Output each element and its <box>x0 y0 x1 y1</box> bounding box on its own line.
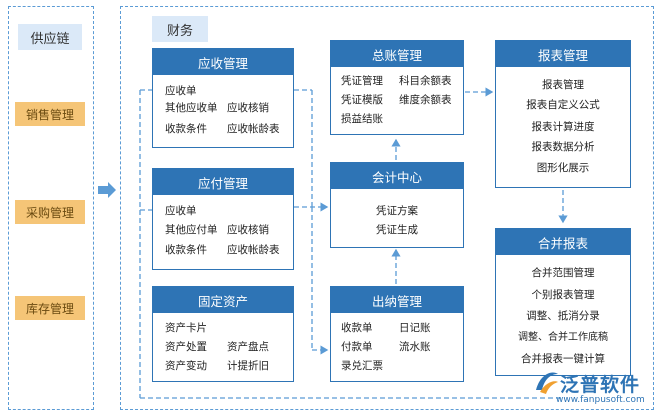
general-ledger-module: 总账管理 凭证管理 科目余额表 凭证模版 维度余额表 损益结账 <box>330 40 464 135</box>
fixed-assets-item: 资产盘点 <box>227 341 269 353</box>
reports-item: 图形化展示 <box>536 162 590 174</box>
fanpu-logo: 泛普软件 www.fanpusoft.com <box>532 368 652 410</box>
inventory-management: 库存管理 <box>15 296 85 320</box>
fixed-assets-item: 资产卡片 <box>165 322 207 334</box>
general-ledger-item: 维度余额表 <box>399 94 452 106</box>
cashier-item: 流水账 <box>399 341 431 353</box>
reports-item: 报表数据分析 <box>531 141 595 153</box>
reports-title: 报表管理 <box>496 41 630 67</box>
cashier-item: 收款单 <box>341 322 373 334</box>
accounting-center-title: 会计中心 <box>331 163 463 189</box>
accounting-center-module: 会计中心 凭证方案 凭证生成 <box>330 162 464 248</box>
reports-module: 报表管理 报表管理 报表自定义公式 报表计算进度 报表数据分析 图形化展示 <box>495 40 631 188</box>
reports-item: 报表管理 <box>542 79 584 91</box>
consolidated-item: 合并范围管理 <box>531 267 595 279</box>
payable-item: 应收核销 <box>227 224 269 236</box>
logo-brand: 泛普软件 <box>560 374 641 396</box>
purchase-management: 采购管理 <box>15 200 85 224</box>
consolidated-item: 个别报表管理 <box>531 289 595 301</box>
payable-item: 应收单 <box>165 205 197 217</box>
consolidated-module: 合并报表 合并范围管理 个别报表管理 调整、抵消分录 调整、合并工作底稿 合并报… <box>495 228 631 376</box>
fixed-assets-item: 资产处置 <box>165 341 207 353</box>
receivable-item: 应收核销 <box>227 102 269 114</box>
consolidated-item: 合并报表一键计算 <box>521 353 605 365</box>
receivable-module: 应收管理 应收单 其他应收单 应收核销 收款条件 应收帐龄表 <box>152 48 294 148</box>
general-ledger-item: 科目余额表 <box>399 75 452 87</box>
receivable-item: 其他应收单 <box>165 102 218 114</box>
general-ledger-item: 凭证模版 <box>341 94 383 106</box>
fixed-assets-title: 固定资产 <box>153 287 293 313</box>
logo-icon <box>536 372 558 394</box>
receivable-item: 应收单 <box>165 85 197 97</box>
big-arrow <box>98 182 116 198</box>
finance-panel <box>120 6 654 410</box>
receivable-item: 应收帐龄表 <box>227 123 280 135</box>
cashier-item: 付款单 <box>341 341 373 353</box>
consolidated-title: 合并报表 <box>496 229 630 255</box>
payable-item: 应收帐龄表 <box>227 244 280 256</box>
general-ledger-item: 凭证管理 <box>341 75 383 87</box>
consolidated-item: 调整、抵消分录 <box>526 310 600 322</box>
cashier-module: 出纳管理 收款单 日记账 付款单 流水账 录兑汇票 <box>330 286 464 382</box>
cashier-item: 录兑汇票 <box>341 360 383 372</box>
receivable-item: 收款条件 <box>165 123 207 135</box>
accounting-center-item: 凭证生成 <box>376 224 418 236</box>
general-ledger-item: 损益结账 <box>341 113 383 125</box>
payable-item: 收款条件 <box>165 244 207 256</box>
accounting-center-item: 凭证方案 <box>376 205 418 217</box>
reports-item: 报表自定义公式 <box>526 99 600 111</box>
consolidated-item: 调整、合并工作底稿 <box>518 332 608 343</box>
general-ledger-title: 总账管理 <box>331 41 463 67</box>
reports-item: 报表计算进度 <box>531 121 595 133</box>
payable-title: 应付管理 <box>153 169 293 195</box>
sales-management: 销售管理 <box>15 102 85 126</box>
supply-chain-title: 供应链 <box>18 24 82 50</box>
payable-item: 其他应付单 <box>165 224 218 236</box>
fixed-assets-module: 固定资产 资产卡片 资产处置 资产盘点 资产变动 计提折旧 <box>152 286 294 382</box>
logo-url: www.fanpusoft.com <box>556 395 645 405</box>
cashier-title: 出纳管理 <box>331 287 463 313</box>
cashier-item: 日记账 <box>399 322 431 334</box>
receivable-title: 应收管理 <box>153 49 293 75</box>
finance-title: 财务 <box>152 16 208 42</box>
fixed-assets-item: 计提折旧 <box>227 360 269 372</box>
payable-module: 应付管理 应收单 其他应付单 应收核销 收款条件 应收帐龄表 <box>152 168 294 270</box>
fixed-assets-item: 资产变动 <box>165 360 207 372</box>
supply-chain-panel <box>8 6 94 410</box>
